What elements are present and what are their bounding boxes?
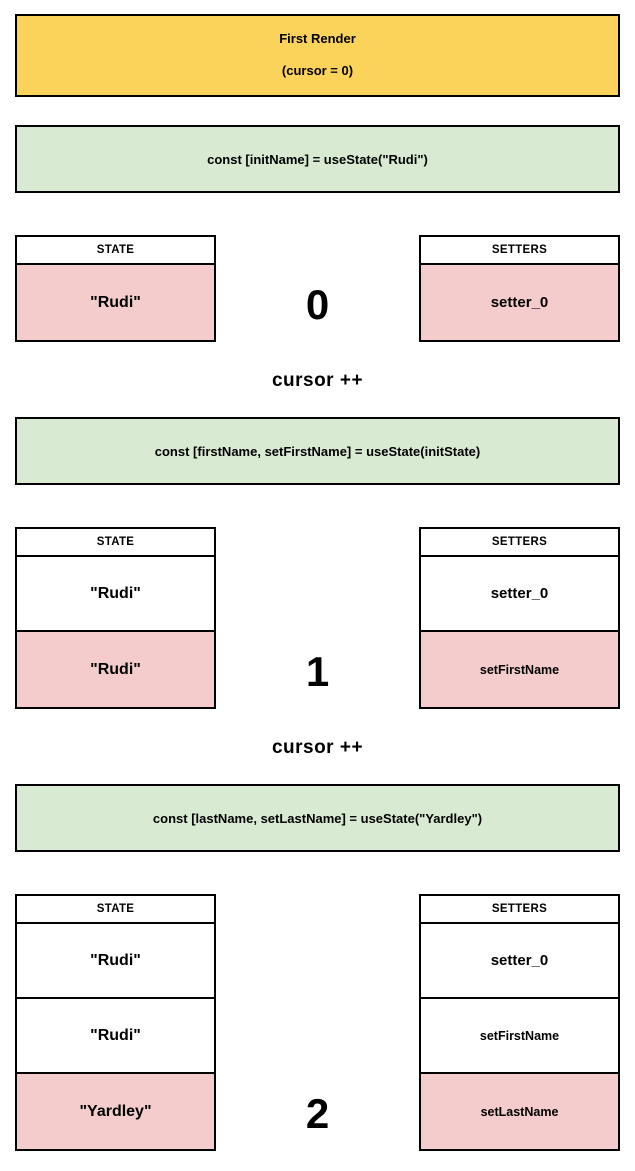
state-cell: "Rudi" [17, 557, 214, 632]
setters-table-3: SETTERS setter_0 setFirstName setLastNam… [419, 894, 620, 1151]
cursor-increment-label-1: cursor ++ [271, 370, 364, 391]
setter-cell: setter_0 [421, 924, 618, 999]
banner-cursor-subtitle: (cursor = 0) [281, 63, 354, 78]
state-cell: "Rudi" [17, 265, 214, 340]
tables-row-2: STATE "Rudi" "Rudi" 1 SETTERS setter_0 s… [15, 527, 620, 709]
state-cell: "Rudi" [17, 924, 214, 999]
state-table-header: STATE [17, 896, 214, 924]
state-table-2: STATE "Rudi" "Rudi" [15, 527, 216, 709]
setters-table-2: SETTERS setter_0 setFirstName [419, 527, 620, 709]
setters-table-header: SETTERS [421, 896, 618, 924]
state-table-3: STATE "Rudi" "Rudi" "Yardley" [15, 894, 216, 1151]
cursor-column-3: 2 [216, 894, 419, 1151]
state-table-1: STATE "Rudi" [15, 235, 216, 342]
setter-cell: setter_0 [421, 265, 618, 340]
setter-cell: setFirstName [421, 632, 618, 707]
state-cell: "Yardley" [17, 1074, 214, 1149]
setters-table-header: SETTERS [421, 237, 618, 265]
setters-table-1: SETTERS setter_0 [419, 235, 620, 342]
state-cell: "Rudi" [17, 999, 214, 1074]
state-cell: "Rudi" [17, 632, 214, 707]
cursor-column-2: 1 [216, 527, 419, 709]
code-box-2: const [firstName, setFirstName] = useSta… [15, 417, 620, 485]
state-table-header: STATE [17, 529, 214, 557]
cursor-increment-label-2: cursor ++ [271, 737, 364, 758]
state-table-header: STATE [17, 237, 214, 265]
first-render-banner: First Render (cursor = 0) [15, 14, 620, 97]
banner-title: First Render [279, 31, 356, 46]
cursor-value: 2 [305, 1089, 330, 1137]
setters-table-header: SETTERS [421, 529, 618, 557]
cursor-value: 1 [305, 647, 330, 695]
cursor-column-1: 0 [216, 235, 419, 342]
code-box-3: const [lastName, setLastName] = useState… [15, 784, 620, 852]
setter-cell: setter_0 [421, 557, 618, 632]
setter-cell: setLastName [421, 1074, 618, 1149]
cursor-value: 0 [305, 280, 330, 328]
code-box-1: const [initName] = useState("Rudi") [15, 125, 620, 193]
tables-row-1: STATE "Rudi" 0 SETTERS setter_0 [15, 235, 620, 342]
setter-cell: setFirstName [421, 999, 618, 1074]
tables-row-3: STATE "Rudi" "Rudi" "Yardley" 2 SETTERS … [15, 894, 620, 1151]
